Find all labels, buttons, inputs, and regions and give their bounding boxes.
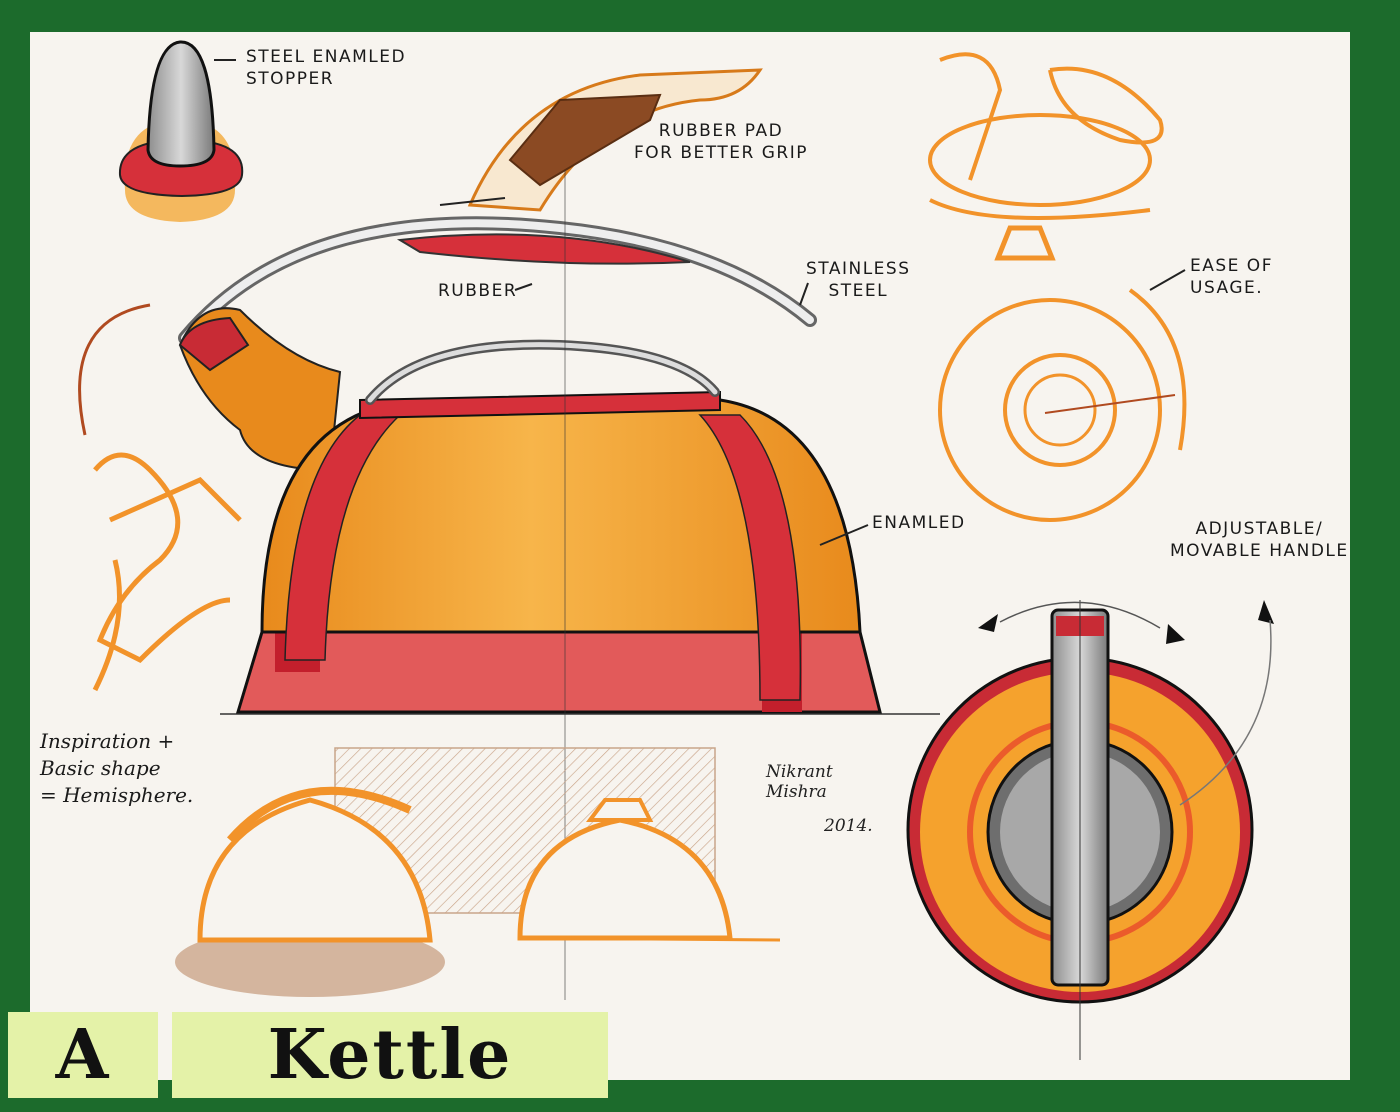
artist-signature: Nikrant Mishra: [766, 762, 833, 803]
top-view-drawing: [906, 600, 1274, 1060]
label-enamled: ENAMLED: [872, 513, 966, 533]
lid-sketches: [928, 52, 1187, 522]
handle-grip-sketch: [439, 68, 763, 212]
title-tile-kettle: Kettle: [172, 1012, 608, 1098]
kettle-main-drawing: [178, 170, 940, 1000]
inspiration-side-sketch: [78, 303, 242, 692]
label-rubber: RUBBER: [438, 281, 518, 301]
label-inspiration: Inspiration + Basic shape = Hemisphere.: [40, 729, 194, 807]
label-adjustable-handle: ADJUSTABLE/ MOVABLE HANDLE: [1170, 519, 1349, 562]
signature-year: 2014.: [824, 816, 873, 836]
label-steel-enamled-stopper: STEEL ENAMLED STOPPER: [246, 47, 407, 90]
title-word-kettle: Kettle: [267, 1015, 513, 1095]
label-ease-of-usage: EASE OF USAGE.: [1190, 256, 1273, 299]
label-rubber-pad: RUBBER PAD FOR BETTER GRIP: [634, 121, 808, 164]
label-stainless-steel: STAINLESS STEEL: [806, 259, 911, 302]
title-tile-a: A: [8, 1012, 158, 1098]
stopper-sketch: [118, 40, 244, 222]
title-word-a: A: [55, 1015, 111, 1095]
hemisphere-sketches: [175, 747, 781, 997]
